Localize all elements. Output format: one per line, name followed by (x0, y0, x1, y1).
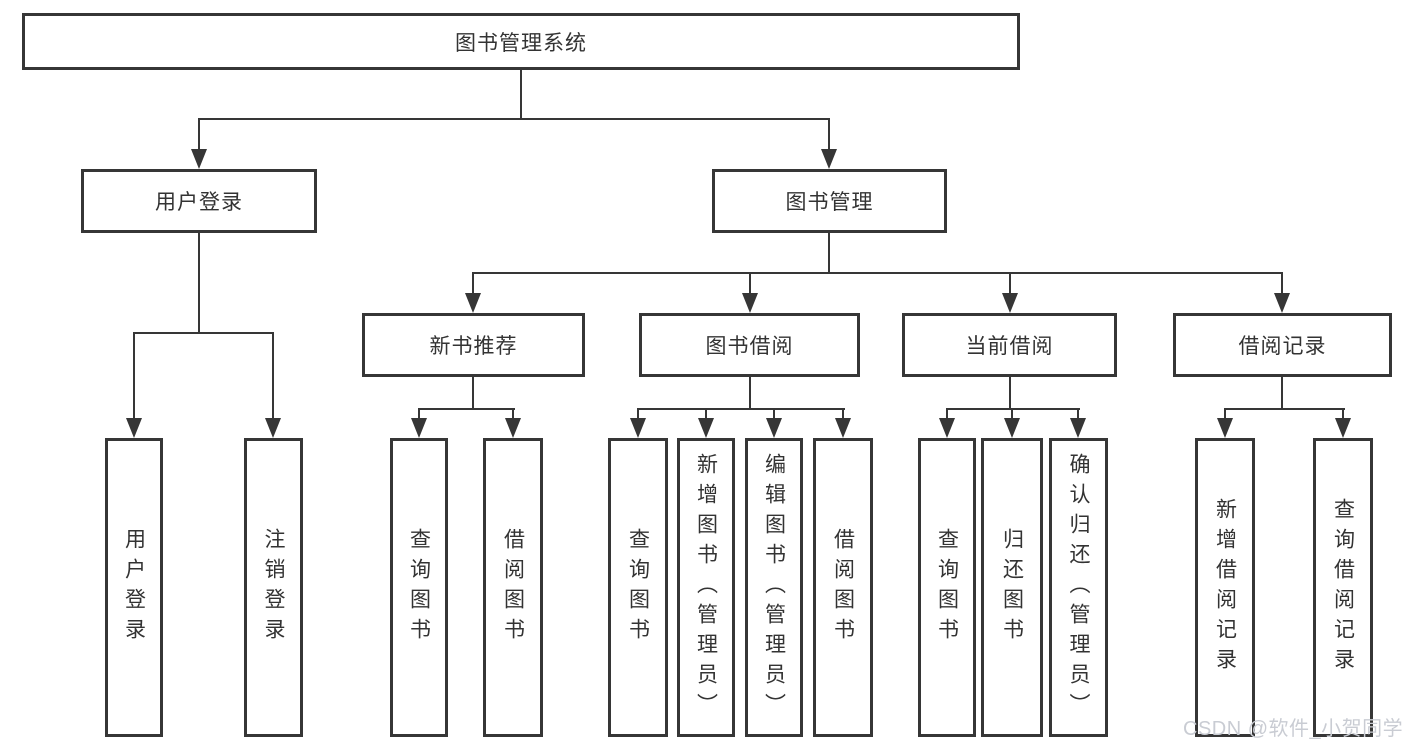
connector-line (198, 118, 200, 150)
leaf-label: 借阅图书 (501, 527, 525, 648)
connector-line (705, 408, 707, 420)
arrowhead-down-icon (1217, 418, 1233, 438)
leaf-label: 查询图书 (935, 527, 959, 648)
connector-line (1281, 377, 1283, 410)
node-user-login: 用户登录 (81, 169, 317, 233)
leaf-label: 新增借阅记录 (1213, 497, 1237, 678)
arrowhead-down-icon (766, 418, 782, 438)
leaf-user-login: 用户登录 (105, 438, 163, 737)
leaf-label: 查询图书 (407, 527, 431, 648)
leaf-label: 用户登录 (122, 527, 146, 648)
connector-line (1281, 272, 1283, 294)
connector-line (946, 408, 1080, 410)
connector-line (1011, 408, 1013, 420)
leaf-current-query-books: 查询图书 (918, 438, 976, 737)
connector-line (1342, 408, 1344, 420)
arrowhead-down-icon (742, 293, 758, 313)
leaf-label: 查询借阅记录 (1331, 497, 1355, 678)
connector-line (472, 272, 474, 294)
connector-line (1077, 408, 1079, 420)
arrowhead-down-icon (191, 149, 207, 169)
leaf-label: 确认归还（管理员） (1067, 452, 1090, 723)
connector-line (1009, 272, 1011, 294)
connector-line (512, 408, 514, 420)
connector-line (749, 272, 751, 294)
connector-line (472, 377, 474, 410)
connector-line (637, 408, 639, 420)
leaf-recommend-query-books: 查询图书 (390, 438, 448, 737)
leaf-current-return-books: 归还图书 (981, 438, 1043, 737)
connector-line (1224, 408, 1226, 420)
leaf-label: 查询图书 (626, 527, 650, 648)
connector-line (418, 408, 515, 410)
arrowhead-down-icon (411, 418, 427, 438)
connector-line (749, 377, 751, 410)
arrowhead-down-icon (821, 149, 837, 169)
leaf-label: 归还图书 (1000, 527, 1024, 648)
arrowhead-down-icon (1274, 293, 1290, 313)
arrowhead-down-icon (698, 418, 714, 438)
arrowhead-down-icon (1070, 418, 1086, 438)
connector-line (946, 408, 948, 420)
leaf-label: 编辑图书（管理员） (762, 452, 786, 723)
arrowhead-down-icon (630, 418, 646, 438)
arrowhead-down-icon (126, 418, 142, 438)
node-book-borrow: 图书借阅 (639, 313, 860, 377)
leaf-borrow-edit-books-admin: 编辑图书（管理员） (745, 438, 803, 737)
leaf-logout: 注销登录 (244, 438, 303, 737)
node-system-root: 图书管理系统 (22, 13, 1020, 70)
arrowhead-down-icon (505, 418, 521, 438)
leaf-borrow-query-books: 查询图书 (608, 438, 668, 737)
connector-line (1224, 408, 1345, 410)
connector-line (133, 332, 274, 334)
leaf-current-confirm-return-admin: 确认归还（管理员） (1049, 438, 1108, 737)
connector-line (1009, 377, 1011, 410)
arrowhead-down-icon (1002, 293, 1018, 313)
node-new-book-recommend: 新书推荐 (362, 313, 585, 377)
connector-line (828, 233, 830, 274)
connector-line (828, 118, 830, 150)
arrowhead-down-icon (1335, 418, 1351, 438)
connector-line (472, 272, 1283, 274)
leaf-label: 注销登录 (262, 527, 285, 648)
connector-line (418, 408, 420, 420)
arrowhead-down-icon (939, 418, 955, 438)
connector-line (133, 332, 135, 420)
node-current-borrow: 当前借阅 (902, 313, 1117, 377)
leaf-records-query-record: 查询借阅记录 (1313, 438, 1373, 737)
leaf-borrow-borrow-books: 借阅图书 (813, 438, 873, 737)
leaf-recommend-borrow-books: 借阅图书 (483, 438, 543, 737)
leaf-borrow-add-books-admin: 新增图书（管理员） (677, 438, 735, 737)
arrowhead-down-icon (835, 418, 851, 438)
connector-line (198, 118, 830, 120)
leaf-label: 新增图书（管理员） (694, 452, 718, 723)
connector-line (773, 408, 775, 420)
arrowhead-down-icon (265, 418, 281, 438)
connector-line (272, 332, 274, 420)
connector-line (842, 408, 844, 420)
arrowhead-down-icon (465, 293, 481, 313)
node-borrow-records: 借阅记录 (1173, 313, 1392, 377)
node-book-management: 图书管理 (712, 169, 947, 233)
connector-line (637, 408, 845, 410)
arrowhead-down-icon (1004, 418, 1020, 438)
leaf-label: 借阅图书 (831, 527, 855, 648)
leaf-records-add-record: 新增借阅记录 (1195, 438, 1255, 737)
connector-line (520, 70, 522, 119)
connector-line (198, 233, 200, 334)
csdn-watermark: CSDN @软件_小贺同学 (1183, 718, 1404, 740)
